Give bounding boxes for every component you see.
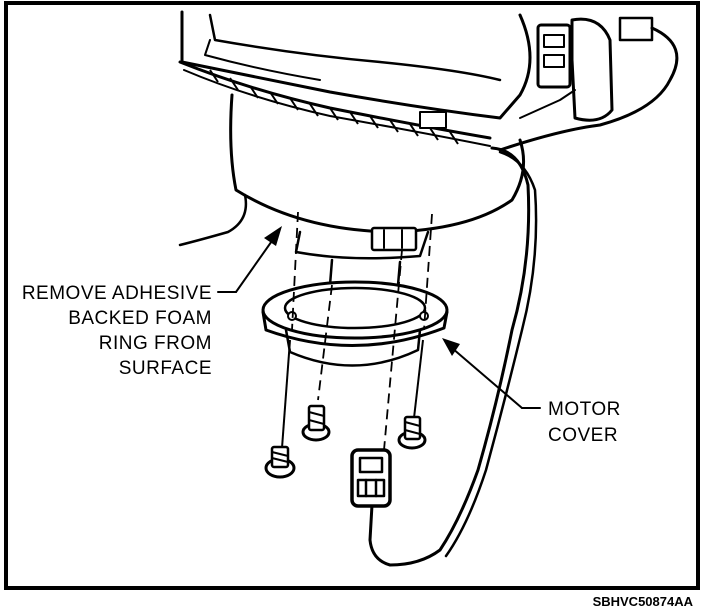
foam-ring-label-line-2: BACKED FOAM xyxy=(68,308,212,329)
alignment-lines xyxy=(291,211,433,451)
screw-left xyxy=(264,445,296,479)
wiring-harness xyxy=(368,146,538,567)
hvac-housing xyxy=(178,10,532,147)
screw-right xyxy=(397,415,427,450)
foam-ring-leader xyxy=(217,226,282,293)
motor-cover-ring xyxy=(261,280,449,367)
figure-code: SBHVC50874AA xyxy=(593,594,694,609)
motor-cover-leader xyxy=(442,338,541,409)
blower-motor xyxy=(178,93,526,287)
foam-ring-label-line-4: SURFACE xyxy=(119,358,212,379)
screw-middle xyxy=(301,404,331,442)
foam-ring-label-line-3: RING FROM xyxy=(99,333,212,354)
motor-connector xyxy=(350,448,392,508)
motor-cover-label-line-1: MOTOR xyxy=(548,399,621,420)
foam-ring-label-line-1: REMOVE ADHESIVE xyxy=(22,283,212,304)
upper-connector xyxy=(498,16,679,152)
motor-cover-label-line-2: COVER xyxy=(548,425,618,446)
